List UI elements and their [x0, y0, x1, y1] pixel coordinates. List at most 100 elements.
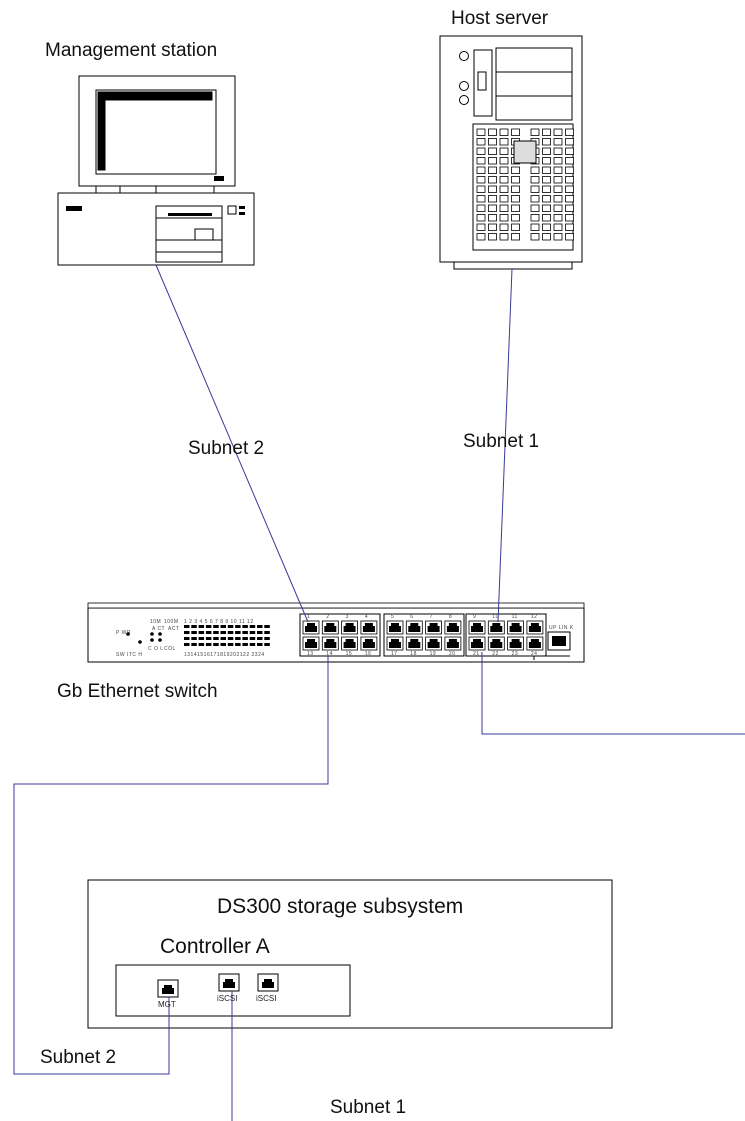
- switch-led: [227, 643, 234, 646]
- switch-port-number: 12: [530, 614, 538, 620]
- switch-port-jack: [446, 639, 459, 648]
- grille-cell: [565, 166, 574, 174]
- grille-cell: [530, 204, 540, 212]
- switch-indicator: [150, 638, 154, 642]
- switch-led: [213, 625, 219, 628]
- grille-cell: [511, 195, 520, 203]
- switch-port-number: 20: [448, 651, 456, 657]
- switch-port-jack: [389, 639, 401, 648]
- grille-cell: [511, 166, 520, 174]
- grille-cell: [499, 185, 509, 193]
- switch-led: [198, 637, 205, 640]
- grille-cell: [476, 195, 486, 203]
- switch-indicator: [126, 632, 130, 636]
- grille-cell: [499, 195, 509, 203]
- switch-col2-label: COL: [164, 646, 176, 652]
- switch-port-jack: [509, 639, 522, 648]
- grille-cell: [476, 147, 486, 155]
- subnet-1-label-top: Subnet 1: [463, 431, 540, 452]
- switch-port-number: 8: [448, 614, 453, 620]
- switch-led: [242, 625, 248, 628]
- grille-cell: [530, 214, 540, 222]
- switch-port-jack: [446, 623, 459, 632]
- subnet-2-label-bottom: Subnet 2: [40, 1047, 117, 1068]
- switch-led: [257, 643, 263, 646]
- switch-led: [264, 643, 270, 646]
- switch-led: [205, 631, 212, 634]
- grille-cell: [476, 233, 486, 241]
- switch-port-number: 1: [307, 614, 311, 620]
- grille-cell: [530, 166, 540, 174]
- iscsi-port-1-label: iSCSI: [217, 994, 238, 1003]
- switch-100m-label: 100M: [164, 619, 179, 625]
- grille-cell: [476, 204, 486, 212]
- grille-cell: [553, 157, 563, 165]
- grille-cell: [553, 214, 563, 222]
- grille-cell: [553, 166, 563, 174]
- storage-subsystem-label: DS300 storage subsystem: [217, 895, 464, 918]
- switch-indicator: [150, 632, 154, 636]
- grille-cell: [553, 128, 563, 136]
- switch-led: [257, 631, 263, 634]
- grille-cell: [488, 223, 497, 231]
- switch-led: [184, 643, 190, 646]
- switch-port-jack: [509, 623, 522, 632]
- grille-cell: [488, 166, 497, 174]
- switch-port-number: 10: [492, 614, 499, 620]
- switch-led: [257, 625, 263, 628]
- switch-port-jack: [490, 623, 503, 632]
- grille-cell: [488, 176, 497, 184]
- switch-port-number: 16: [364, 651, 372, 657]
- switch-led: [242, 643, 248, 646]
- switch-port-number: 22: [492, 651, 499, 657]
- switch-led: [249, 631, 256, 634]
- grille-cell: [565, 195, 574, 203]
- management-station-label: Management station: [45, 40, 218, 61]
- switch-led: [235, 643, 241, 646]
- grille-cell: [488, 204, 497, 212]
- grille-cell: [542, 157, 551, 165]
- switch-port-jack: [528, 623, 541, 632]
- mgmt-to-switch-cable: [155, 264, 309, 623]
- switch-port-number: 19: [429, 651, 437, 657]
- switch-led: [191, 643, 197, 646]
- grille-cell: [488, 233, 497, 241]
- switch-port-jack: [408, 623, 421, 632]
- switch-led: [191, 625, 197, 628]
- grille-cell: [542, 223, 551, 231]
- grille-cell: [511, 128, 520, 136]
- grille-cell: [553, 233, 563, 241]
- switch-led: [184, 637, 190, 640]
- grille-cell: [565, 138, 574, 146]
- grille-cell: [542, 195, 551, 203]
- grille-cell: [565, 185, 574, 193]
- mgt-port-icon: [157, 979, 179, 998]
- grille-cell: [565, 147, 574, 155]
- switch-led: [235, 631, 241, 634]
- grille-cell: [488, 147, 497, 155]
- grille-cell: [542, 166, 551, 174]
- grille-cell: [511, 233, 520, 241]
- grille-cell: [553, 223, 563, 231]
- switch-col-label: C O L: [148, 646, 164, 652]
- grille-cell: [499, 214, 509, 222]
- grille-cell: [499, 147, 509, 155]
- switch-port-number: 17: [391, 651, 398, 657]
- grille-cell: [476, 185, 486, 193]
- switch-uplink-label: UP LIN K: [549, 625, 574, 631]
- iscsi-port-1-icon: [218, 973, 240, 992]
- grille-cell: [553, 204, 563, 212]
- switch-led: [184, 625, 190, 628]
- switch-led: [220, 643, 226, 646]
- grille-cell: [511, 223, 520, 231]
- switch-port-number: 15: [345, 651, 353, 657]
- grille-cell: [542, 233, 551, 241]
- grille-cell: [476, 223, 486, 231]
- grille-cell: [511, 185, 520, 193]
- switch-led-bottom-numbers: 13141516171819202122 2324: [184, 652, 265, 658]
- switch-port-number: 4: [364, 614, 369, 620]
- management-station-icon: [57, 75, 255, 266]
- grille-cell: [499, 138, 509, 146]
- grille-cell: [565, 176, 574, 184]
- grille-cell: [499, 166, 509, 174]
